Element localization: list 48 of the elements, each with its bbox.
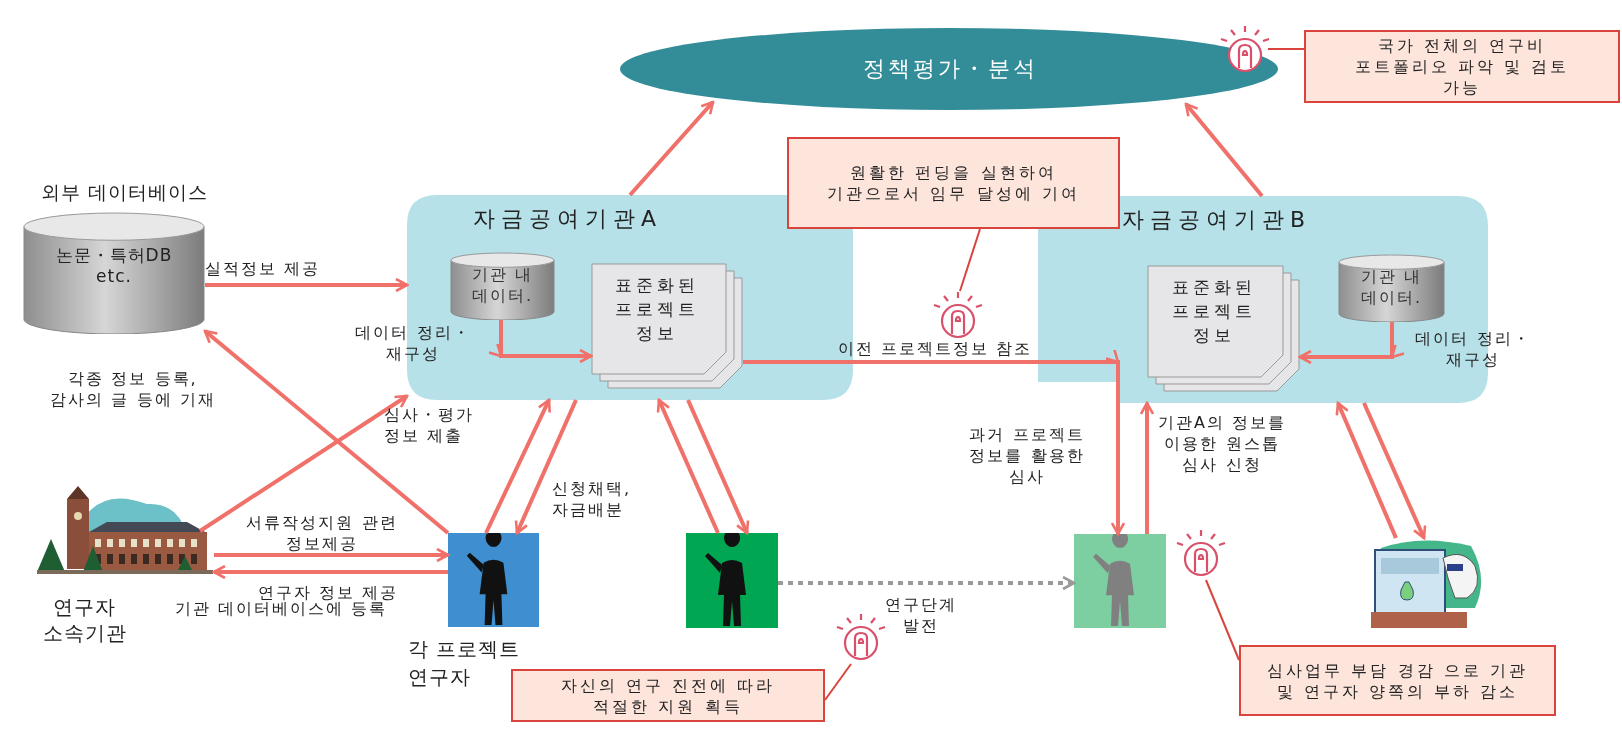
- group-title: 자금공여기관A: [473, 205, 663, 233]
- arrow: [212, 564, 448, 580]
- leader-line: [824, 663, 852, 701]
- arrow: [778, 575, 1076, 591]
- arrow: [488, 320, 593, 363]
- callout-box: 국가 전체의 연구비 포트폴리오 파악 및 검토 가능: [1304, 30, 1620, 103]
- arrow: [686, 399, 750, 535]
- node-label: 연구자 소속기관: [41, 594, 128, 646]
- document-label: 표준화된 프로젝트 정보: [1170, 276, 1257, 347]
- edge-label: 이전 프로젝트정보 참조: [836, 338, 1034, 359]
- edge-label: 기관A의 정보를 이용한 원스톱 심사 신청: [1157, 412, 1287, 475]
- arrow: [514, 399, 578, 535]
- leader-line: [1205, 579, 1240, 661]
- ellipse-label: 정책평가・분석: [861, 55, 1039, 83]
- arrow: [1298, 322, 1405, 364]
- leader-line: [959, 228, 981, 292]
- edge-label: 데이터 정리・재구성: [354, 322, 472, 364]
- edge-label: 연구자 정보 제공: [256, 582, 400, 602]
- arrow: [1362, 402, 1427, 540]
- text-label: 과거 프로젝트 정보를 활용한 심사: [968, 424, 1086, 487]
- arrow: [1139, 401, 1155, 534]
- arrow: [656, 398, 720, 534]
- edge-label: 실적정보 제공: [205, 258, 322, 279]
- arrow: [484, 398, 551, 534]
- arrow: [628, 100, 715, 197]
- edge-label: 각종 정보 등록, 감사의 글 등에 기재: [49, 368, 217, 410]
- arrow: [205, 277, 409, 293]
- edge-label: 데이터 정리・재구성: [1414, 328, 1532, 370]
- heading: 외부 데이터베이스: [41, 182, 209, 203]
- cylinder-label: 기관 내 데이터.: [1359, 266, 1424, 309]
- cylinder-label: 기관 내 데이터.: [470, 264, 535, 307]
- leader-line: [1267, 48, 1305, 50]
- arrow: [203, 329, 450, 535]
- group-title: 자금공여기관B: [1122, 206, 1312, 234]
- callout-box: 심사업무 부담 경감 으로 기관 및 연구자 양쪽의 부하 감소: [1239, 645, 1556, 716]
- arrow: [1335, 401, 1398, 539]
- callout-box: 자신의 연구 진전에 따라 적절한 지원 획득: [511, 669, 825, 722]
- callout-box: 원활한 펀딩을 실현하여 기관으로서 임무 달성에 기여: [787, 137, 1120, 229]
- arrow: [198, 394, 409, 533]
- arrow: [743, 349, 1125, 536]
- edge-label: 연구단계 발전: [884, 594, 958, 636]
- arrow: [1184, 102, 1264, 198]
- edge-label: 서류작성지원 관련 정보제공: [245, 512, 399, 554]
- edge-label: 심사・평가 정보 제출: [384, 404, 475, 446]
- cylinder-label: 논문・특허DB etc.: [54, 244, 174, 287]
- document-label: 표준화된 프로젝트 정보: [614, 274, 700, 345]
- edge-label: 신청채택, 자금배분: [552, 478, 633, 520]
- arrow: [214, 547, 450, 563]
